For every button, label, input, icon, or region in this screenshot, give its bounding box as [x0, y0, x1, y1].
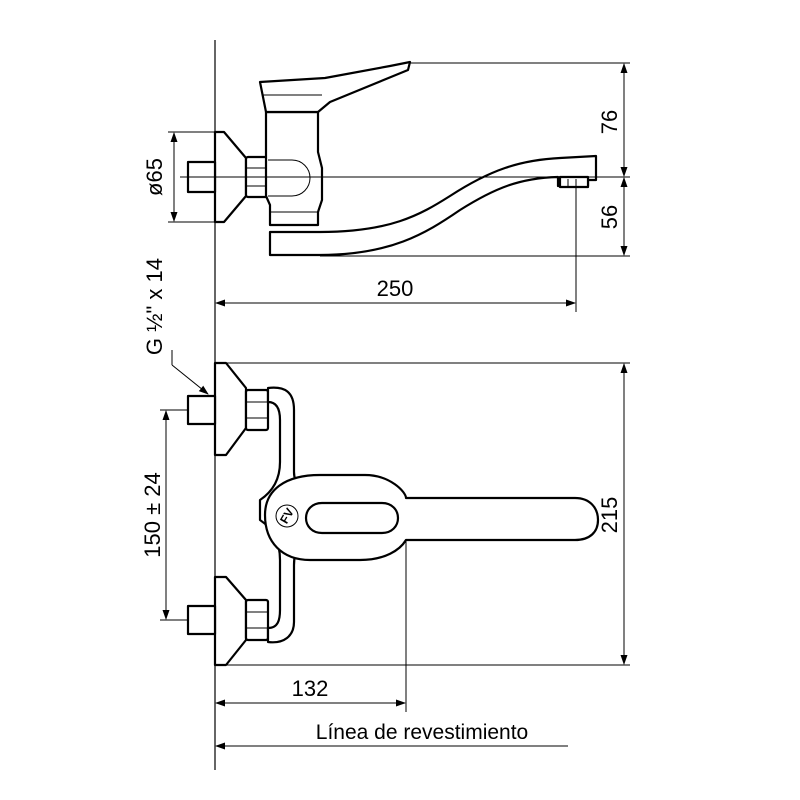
logo-text: FV — [277, 506, 297, 526]
front-lever-handle — [263, 473, 600, 562]
front-handle-slot — [304, 501, 400, 535]
front-hex-nut-upper — [244, 388, 270, 432]
side-dimensions — [168, 62, 630, 312]
dim-250: 250 — [377, 276, 414, 301]
side-body — [264, 110, 324, 227]
wall-line-label: Línea de revestimiento — [316, 721, 528, 744]
front-inlet-lower — [186, 604, 217, 636]
side-lever-handle — [258, 60, 412, 114]
dim-flange-diameter: ø65 — [142, 158, 167, 196]
dim-215: 215 — [597, 497, 622, 534]
front-dimensions — [160, 350, 630, 750]
front-view: FV — [186, 361, 600, 667]
front-flange-upper — [213, 361, 248, 457]
dim-132: 132 — [292, 676, 329, 701]
dim-thread: G ½" x 14 — [142, 258, 167, 355]
logo-mark — [275, 504, 299, 528]
side-view — [186, 60, 598, 257]
dim-150: 150 ± 24 — [140, 472, 165, 557]
dim-56: 56 — [597, 205, 622, 229]
front-inlet-upper — [186, 394, 217, 426]
front-flange-lower — [213, 575, 248, 667]
dim-76: 76 — [597, 110, 622, 134]
front-hex-nut-lower — [244, 598, 270, 642]
